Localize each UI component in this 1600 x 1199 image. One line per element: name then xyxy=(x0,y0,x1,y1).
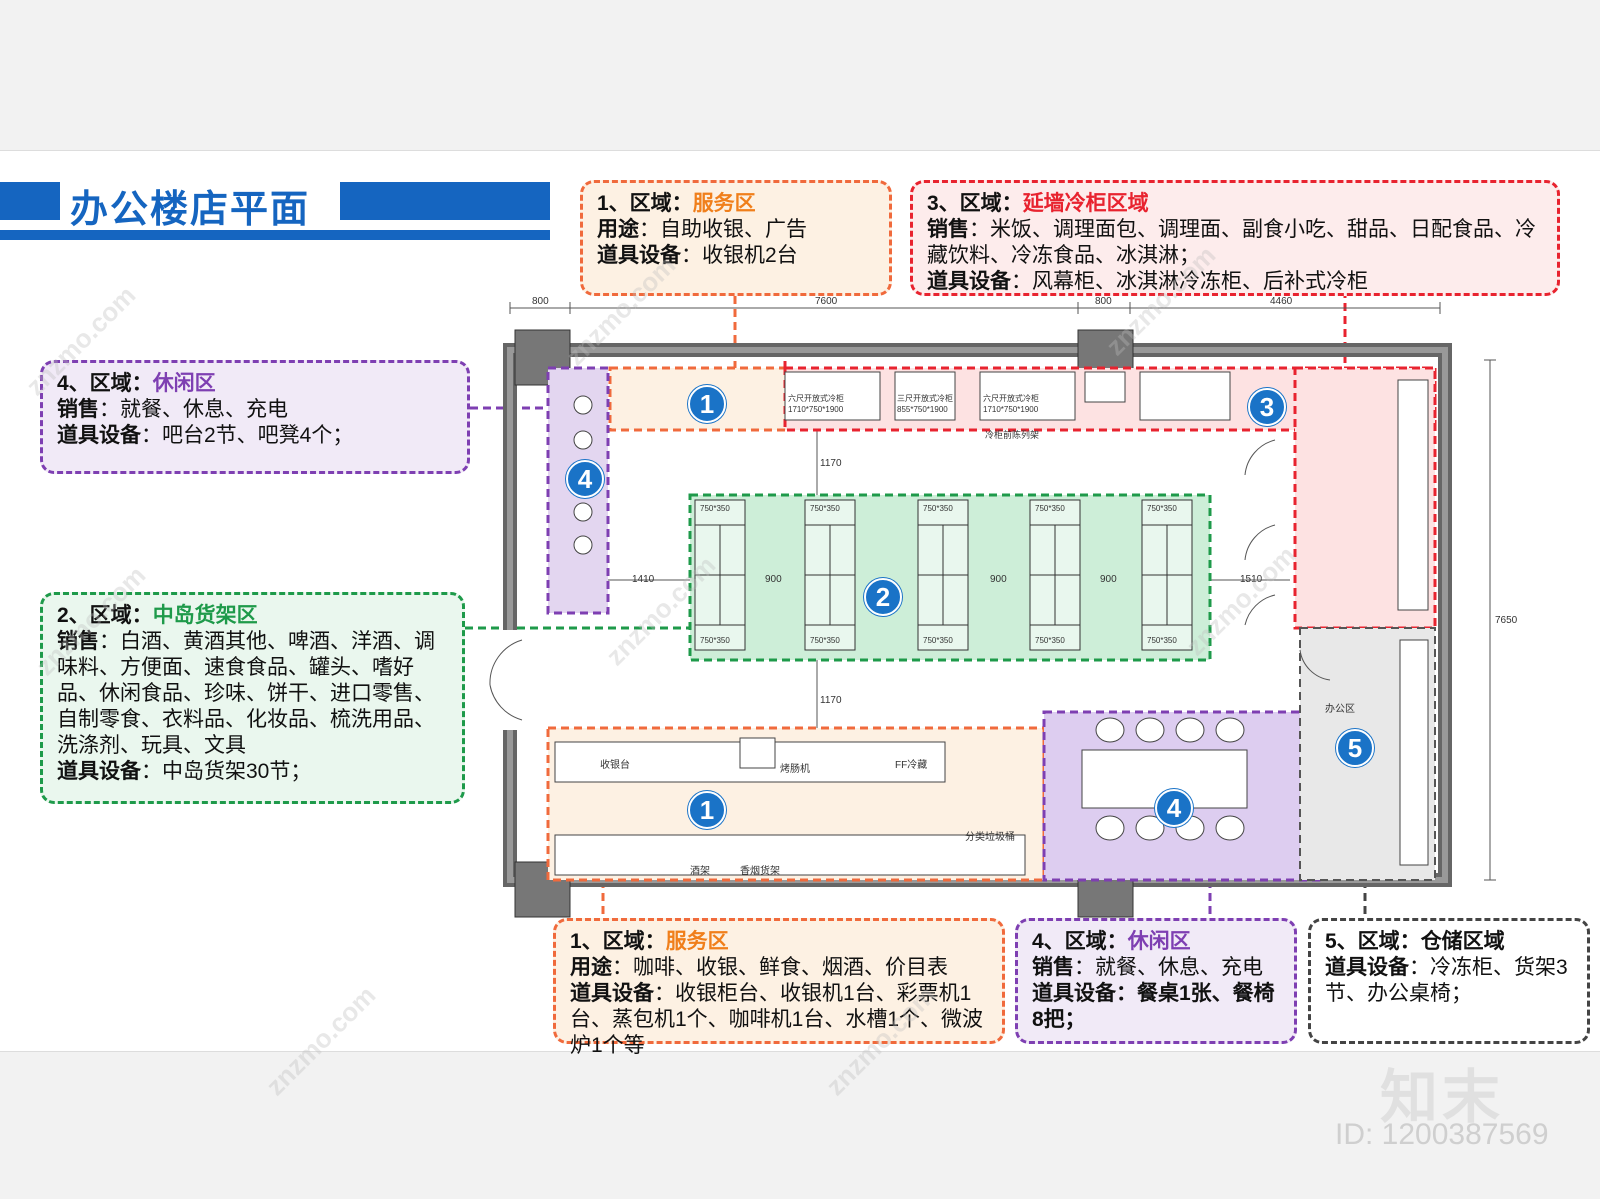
row-value: ：就餐、休息、充电 xyxy=(1074,956,1263,979)
row-value: ：吧台2节、吧凳4个； xyxy=(141,424,354,447)
shelf-label: 750*350 xyxy=(810,636,840,645)
dim-top-3: 800 xyxy=(1095,296,1112,307)
shelf-label: 750*350 xyxy=(923,504,953,513)
callout-zone-3: 3、区域：延墙冷柜区域 销售：米饭、调理面包、调理面、副食小吃、甜品、日配食品、… xyxy=(910,180,1560,296)
zone-name: 服务区 xyxy=(692,192,756,215)
counter-label: 酒架 xyxy=(690,866,710,877)
row-key: 用途 xyxy=(597,218,639,241)
row-key: 销售 xyxy=(57,630,99,653)
shelf-label: 750*350 xyxy=(700,636,730,645)
callout-zone-1-top: 1、区域：服务区 用途：自助收银、广告 道具设备：收银机2台 xyxy=(580,180,892,296)
callout-head: 4、区域： xyxy=(1032,930,1128,953)
row-key: 道具设备 xyxy=(1325,956,1409,979)
page-title: 办公楼店平面 xyxy=(70,189,311,231)
counter-label: 收银台 xyxy=(600,760,630,771)
shelf-label: 750*350 xyxy=(810,504,840,513)
counter-label: 烤肠机 xyxy=(780,764,810,775)
zone-badge-3: 3 xyxy=(1248,388,1286,426)
fridge-size-1: 1710*750*1900 xyxy=(788,405,844,414)
row-key: 道具设备 xyxy=(57,424,141,447)
zone-badge-2: 2 xyxy=(864,578,902,616)
row-value: ：米饭、调理面包、调理面、副食小吃、甜品、日配食品、冷藏饮料、冷冻食品、冰淇淋； xyxy=(927,218,1536,267)
row-value: ：中岛货架30节； xyxy=(141,760,312,783)
zone-badge-5: 5 xyxy=(1336,729,1374,767)
dim-mid-1: 1410 xyxy=(632,574,655,585)
zone-name: 中岛货架区 xyxy=(152,604,258,627)
row-value: ：就餐、休息、充电 xyxy=(99,398,288,421)
zone-badge-4-bottom: 4 xyxy=(1155,789,1193,827)
row-key: 用途 xyxy=(570,956,612,979)
office-label: 办公区 xyxy=(1325,704,1355,715)
zone-badge-1-bottom: 1 xyxy=(688,791,726,829)
row-value: ：自助收银、广告 xyxy=(639,218,807,241)
shelf-label: 750*350 xyxy=(1147,504,1177,513)
fridge-label-1: 六尺开放式冷柜 xyxy=(788,394,844,403)
row-key: 道具设备 xyxy=(57,760,141,783)
callout-head: 5、区域： xyxy=(1325,930,1421,953)
callout-head: 4、区域： xyxy=(57,372,153,395)
image-id: ID: 1200387569 xyxy=(1335,1118,1549,1151)
callout-head: 2、区域： xyxy=(57,604,153,627)
zone-name: 延墙冷柜区域 xyxy=(1022,192,1149,215)
dim-top-1: 800 xyxy=(532,296,549,307)
counter-label: 香烟货架 xyxy=(740,866,780,877)
dim-mid-3: 900 xyxy=(990,574,1007,585)
zone-name: 服务区 xyxy=(665,930,729,953)
counter-label: 分类垃圾桶 xyxy=(965,832,1015,843)
dim-v-1: 1170 xyxy=(820,458,842,469)
row-key: 道具设备 xyxy=(1032,982,1116,1005)
shelf-label: 750*350 xyxy=(923,636,953,645)
row-key: 销售 xyxy=(927,218,969,241)
callout-zone-1-bottom: 1、区域：服务区 用途：咖啡、收银、鲜食、烟酒、价目表 道具设备：收银柜台、收银… xyxy=(553,918,1005,1057)
zone-badge-1-top: 1 xyxy=(688,385,726,423)
shelf-label: 750*350 xyxy=(700,504,730,513)
title-bar-right xyxy=(340,182,550,220)
brand-logo: 知末 xyxy=(1380,1065,1505,1130)
callout-head: 1、区域： xyxy=(570,930,666,953)
callout-head: 3、区域： xyxy=(927,192,1023,215)
row-key: 道具设备 xyxy=(597,244,681,267)
row-value: ：风幕柜、冰淇淋冷冻柜、后补式冷柜 xyxy=(1011,270,1368,293)
shelf-label: 750*350 xyxy=(1035,504,1065,513)
dim-mid-2: 900 xyxy=(765,574,782,585)
callout-zone-4-bottom: 4、区域：休闲区 销售：就餐、休息、充电 道具设备：餐桌1张、餐椅8把； xyxy=(1015,918,1297,1044)
row-key: 道具设备 xyxy=(570,982,654,1005)
dim-mid-4: 900 xyxy=(1100,574,1117,585)
zone-name: 休闲区 xyxy=(1127,930,1191,953)
fridge-label-2: 三尺开放式冷柜 xyxy=(897,394,953,403)
dim-mid-5: 1510 xyxy=(1240,574,1263,585)
fridge-size-2: 855*750*1900 xyxy=(897,405,948,414)
row-key: 道具设备 xyxy=(927,270,1011,293)
row-key: 销售 xyxy=(1032,956,1074,979)
dim-v-2: 1170 xyxy=(820,695,842,706)
row-value: ：收银柜台、收银机1台、彩票机1台、蒸包机1个、咖啡机1台、水槽1个、微波炉1个… xyxy=(570,982,984,1057)
callout-zone-2: 2、区域：中岛货架区 销售：白酒、黄酒其他、啤酒、洋酒、调味料、方便面、速食食品… xyxy=(40,592,465,804)
zone-name: 仓储区域 xyxy=(1420,930,1505,953)
row-key: 销售 xyxy=(57,398,99,421)
callout-zone-4-left: 4、区域：休闲区 销售：就餐、休息、充电 道具设备：吧台2节、吧凳4个； xyxy=(40,360,470,474)
counter-label: FF冷藏 xyxy=(895,760,928,771)
row-value: ：咖啡、收银、鲜食、烟酒、价目表 xyxy=(612,956,948,979)
fridge-size-3: 1710*750*1900 xyxy=(983,405,1039,414)
fridge-note: 冷柜前陈列架 xyxy=(985,430,1040,440)
row-value: ：收银机2台 xyxy=(681,244,798,267)
row-value: ：冷冻柜、货架3节、办公桌椅； xyxy=(1325,956,1568,1005)
title-bar-left xyxy=(0,182,60,220)
fridge-label-3: 六尺开放式冷柜 xyxy=(983,394,1039,403)
dim-top-4: 4460 xyxy=(1270,296,1293,307)
row-value: ：餐桌1张、餐椅8把； xyxy=(1032,982,1275,1031)
zone-badge-4-left: 4 xyxy=(566,460,604,498)
shelf-label: 750*350 xyxy=(1147,636,1177,645)
shelf-label: 750*350 xyxy=(1035,636,1065,645)
row-value: ：白酒、黄酒其他、啤酒、洋酒、调味料、方便面、速食食品、罐头、嗜好品、休闲食品、… xyxy=(57,630,435,757)
zone-name: 休闲区 xyxy=(152,372,216,395)
dim-top-2: 7600 xyxy=(815,296,838,307)
title-underline xyxy=(0,230,550,240)
dim-v-3: 7650 xyxy=(1495,615,1518,626)
callout-zone-5: 5、区域：仓储区域 道具设备：冷冻柜、货架3节、办公桌椅； xyxy=(1308,918,1590,1044)
callout-head: 1、区域： xyxy=(597,192,693,215)
